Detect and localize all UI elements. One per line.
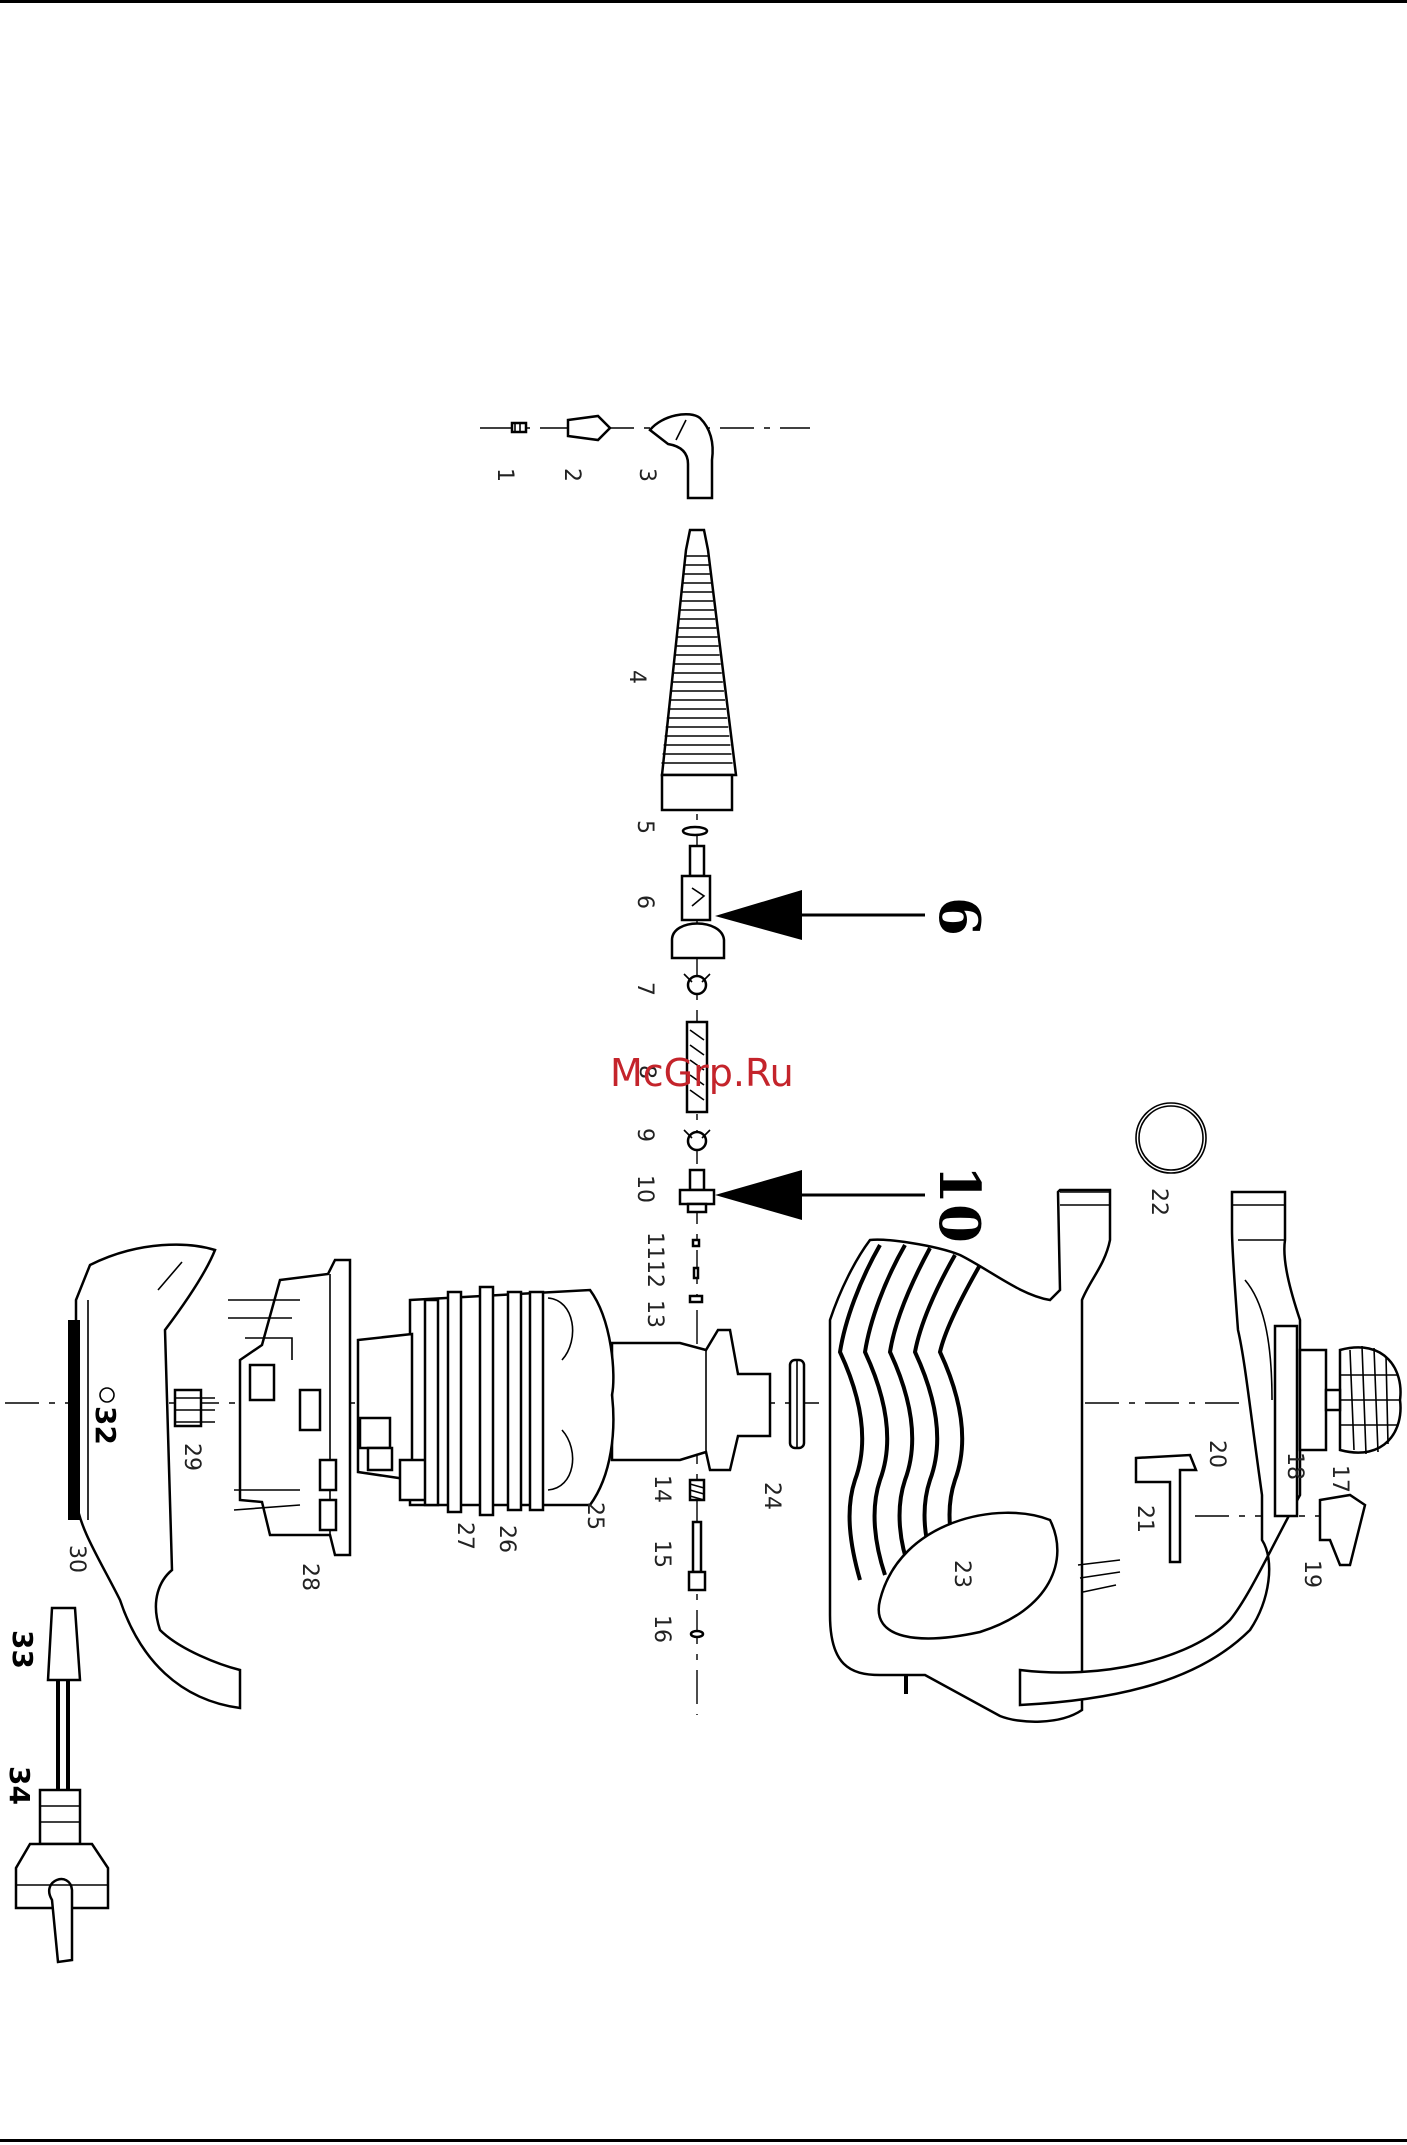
part-5-ring	[683, 827, 707, 835]
label-21: 21	[1132, 1505, 1157, 1533]
label-11: 11	[642, 1232, 667, 1260]
part-7-clamp	[684, 974, 710, 994]
part-15-spring	[690, 1480, 704, 1500]
label-2: 2	[559, 468, 584, 482]
part-33-cord	[48, 1608, 80, 1790]
part-19-clip	[1320, 1495, 1365, 1565]
label-20: 20	[1204, 1440, 1229, 1468]
part-24-gasket	[790, 1360, 804, 1448]
label-25: 25	[582, 1502, 607, 1530]
part-3-bent-nozzle	[650, 414, 713, 498]
part-29-terminal	[175, 1390, 215, 1426]
part-30-bottom-housing	[68, 1245, 240, 1708]
label-24: 24	[759, 1482, 784, 1510]
label-17: 17	[1327, 1465, 1352, 1493]
top-rule	[0, 0, 1407, 3]
callout-6: 6	[926, 897, 992, 936]
part-13	[690, 1296, 702, 1302]
label-14: 14	[649, 1475, 674, 1503]
label-30: 30	[64, 1545, 89, 1573]
label-16: 16	[649, 1615, 674, 1643]
label-4: 4	[624, 670, 649, 684]
part-4-hose	[661, 530, 736, 810]
callout-10: 10	[926, 1165, 992, 1243]
part-14-valve-body	[612, 1330, 770, 1470]
part-22-ring	[1136, 1103, 1206, 1173]
part-9-clamp	[684, 1130, 710, 1150]
label-9: 9	[632, 1128, 657, 1142]
label-12: 12	[642, 1260, 667, 1288]
label-13: 13	[642, 1300, 667, 1328]
label-15: 15	[649, 1540, 674, 1568]
part-28-heater-plate	[228, 1260, 350, 1555]
part-23-main-shell	[830, 1190, 1120, 1722]
label-18: 18	[1282, 1452, 1307, 1480]
label-34: 34	[3, 1766, 36, 1805]
callout-arrow-6	[715, 890, 925, 940]
label-32: 32	[89, 1406, 122, 1445]
label-22: 22	[1146, 1188, 1171, 1216]
part-6-connector	[672, 846, 724, 958]
housing-edge	[68, 1320, 80, 1520]
label-7: 7	[632, 982, 657, 996]
part-17-knob	[1326, 1346, 1401, 1454]
label-19: 19	[1299, 1560, 1324, 1588]
label-29: 29	[179, 1443, 204, 1471]
label-27: 27	[452, 1522, 477, 1550]
label-6: 6	[632, 895, 657, 909]
part-18-stem	[1300, 1350, 1326, 1450]
label-5: 5	[632, 820, 657, 834]
part-11	[693, 1240, 699, 1246]
callout-arrow-10	[715, 1170, 925, 1220]
part-12	[694, 1268, 698, 1278]
part-10-fitting	[680, 1170, 714, 1212]
part-34-plug	[16, 1790, 108, 1962]
label-28: 28	[297, 1563, 322, 1591]
label-3: 3	[634, 468, 659, 482]
part-1-screw	[512, 423, 526, 432]
label-23: 23	[949, 1560, 974, 1588]
label-33: 33	[6, 1630, 39, 1669]
part-2-cap	[568, 416, 610, 440]
watermark: McGrp.Ru	[610, 1051, 794, 1095]
label-1: 1	[492, 468, 517, 482]
label-10: 10	[632, 1175, 657, 1203]
label-26: 26	[494, 1525, 519, 1553]
bottom-rule	[0, 2139, 1407, 2142]
